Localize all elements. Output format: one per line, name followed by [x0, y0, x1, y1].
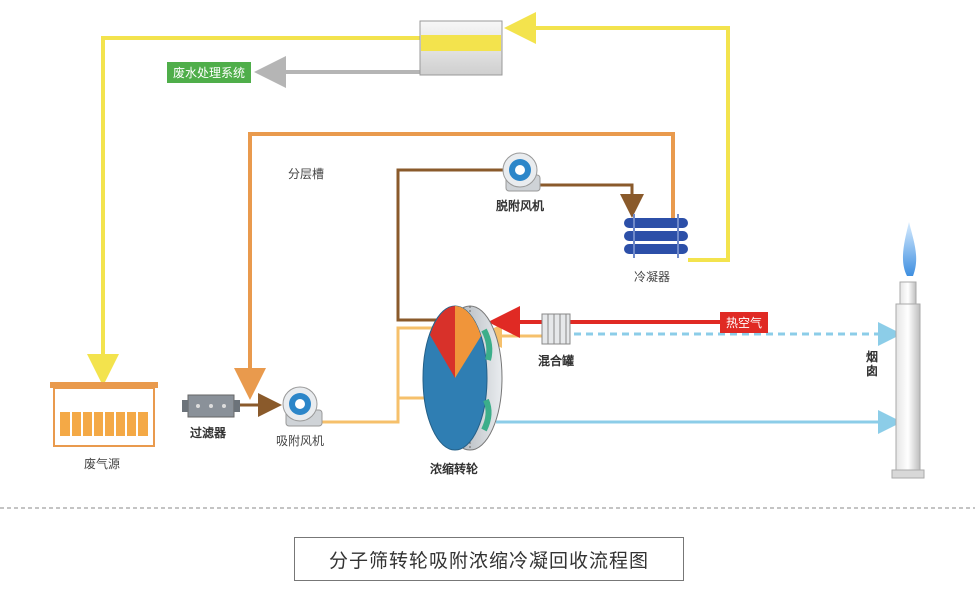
desorption-fan-icon [502, 152, 541, 192]
rotor-label: 浓缩转轮 [430, 462, 479, 476]
chimney-label: 烟囱 [866, 350, 879, 378]
mixing-tank-icon [541, 313, 571, 345]
condenser-label: 冷凝器 [634, 270, 671, 284]
condenser-icon [624, 214, 688, 258]
layer-tank-label: 分层槽 [288, 167, 325, 181]
separator-tank [419, 20, 503, 76]
blue-flow-line [496, 322, 902, 434]
hot-air-label: 热空气 [720, 312, 769, 333]
brown-flow-line [234, 168, 644, 417]
chimney-icon [891, 222, 925, 479]
yellow-flow-line [87, 12, 730, 386]
orange-flow-line [234, 132, 675, 400]
filter-label: 过滤器 [190, 426, 227, 440]
concentrator-rotor-icon [422, 305, 503, 451]
waste-gas-source-label: 废气源 [84, 457, 121, 471]
diagram-title: 分子筛转轮吸附浓缩冷凝回收流程图 [294, 537, 684, 581]
adsorption-fan-icon [282, 386, 323, 427]
waste-water-label: 废水处理系统 [167, 62, 252, 83]
mixing-tank-label: 混合罐 [538, 354, 575, 368]
desorption-fan-label: 脱附风机 [496, 199, 545, 213]
waste-gas-source-icon [50, 382, 158, 447]
adsorption-fan-label: 吸附风机 [276, 434, 325, 448]
filter-icon [182, 394, 240, 418]
